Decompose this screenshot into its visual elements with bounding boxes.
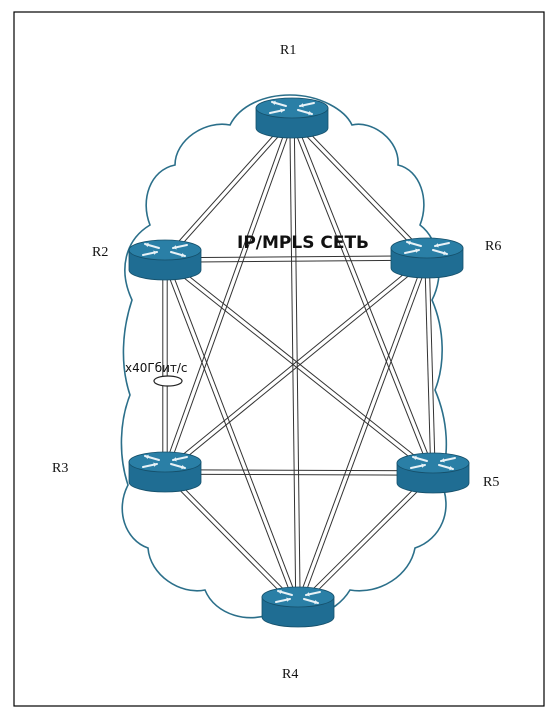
router-label-r5: R5 [483,475,499,490]
router-arrow-head [449,465,453,471]
link-r4-r5 [296,471,435,609]
link-line [163,255,426,471]
link-r1-r6 [290,116,429,260]
router-arrow-head [413,455,417,461]
router-arrow-head [145,242,149,248]
links-layer [162,116,436,609]
link-line [164,473,433,476]
link-line [166,470,300,606]
router-arrow-head [272,100,276,106]
router-r1-icon[interactable] [255,97,329,139]
link-r3-r4 [163,470,300,609]
link-line [162,260,297,608]
router-arrow-head [306,592,310,597]
link-r3-r6 [163,255,429,475]
link-r1-r3 [162,117,295,473]
link-line [424,258,432,474]
router-r3-icon[interactable] [128,451,202,493]
router-r2-icon[interactable] [128,239,202,281]
router-label-r6: R6 [485,239,501,254]
router-arrow-head [415,248,419,253]
router-arrow-head [308,110,312,116]
link-line [162,116,291,259]
router-top [396,452,470,474]
link-line [290,119,426,260]
link-line [163,261,432,476]
network-cloud-outline [120,94,448,619]
router-arrow-head [153,462,157,467]
link-r1-r2 [162,116,295,262]
router-label-r1: R1 [280,43,296,58]
link-r5-r6 [424,257,436,474]
router-arrow-head [153,250,157,255]
router-arrow-head [145,454,149,460]
router-arrow-head [280,108,284,113]
link-line [164,255,427,259]
link-line [166,259,301,607]
link-line [289,118,432,474]
router-arrow-head [421,463,425,468]
router-top [390,237,464,259]
link-r3-r5 [164,469,434,476]
link-speed-label: x40Гбит/с [125,361,188,375]
router-arrow-head [173,457,177,462]
link-line [289,118,297,608]
router-arrow-head [181,252,185,258]
router-r4-icon[interactable] [261,586,335,628]
link-line [299,474,435,609]
router-arrow-head [286,597,290,602]
frame-border [13,11,545,707]
router-label-r3: R3 [52,461,68,476]
router-r6-icon[interactable] [390,237,464,279]
router-top [261,586,335,608]
router-arrow-head [407,240,411,246]
router-arrow-head [314,599,318,605]
link-line [163,473,297,609]
link-line [293,116,429,257]
link-line [295,257,426,607]
link-line [293,117,436,473]
link-r2-r6 [164,255,428,263]
router-r5-icon[interactable] [396,452,470,494]
router-label-r2: R2 [92,245,108,260]
router-arrow-head [435,243,439,248]
link-r2-r3 [162,260,168,472]
link-line [428,257,436,473]
link-bundle-marker [153,375,183,387]
link-r4-r6 [295,257,430,608]
network-title: IP/MPLS СЕТЬ [237,233,369,253]
link-line [166,119,295,262]
link-line [165,259,428,263]
router-top [255,97,329,119]
link-r2-r4 [162,259,301,608]
link-line [296,471,432,606]
link-line [166,118,295,473]
link-line [162,117,291,472]
routers-layer [128,97,470,628]
link-line [165,469,434,472]
router-arrow-head [443,250,447,256]
link-line [299,258,430,608]
router-top [128,239,202,261]
router-arrow-head [441,458,445,463]
router-arrow-head [181,464,185,470]
router-top [128,451,202,473]
router-label-r4: R4 [282,667,298,682]
router-arrow-head [300,103,304,108]
link-r1-r5 [289,117,436,474]
link-line [166,259,429,475]
router-arrow-head [173,245,177,250]
router-arrow-head [278,589,282,595]
